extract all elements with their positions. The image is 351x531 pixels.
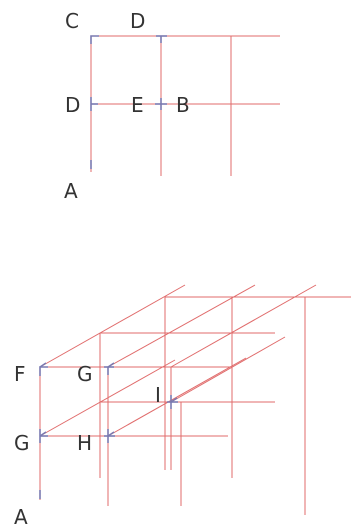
marker-g-top-diag [107, 362, 115, 368]
top-markers [90, 35, 167, 169]
bottom-markers [39, 362, 178, 499]
label-d-left: D [65, 93, 80, 117]
bottom-grid-diag-3 [170, 284, 317, 368]
label-e: E [131, 93, 144, 117]
marker-c [90, 35, 99, 44]
marker-g-left-diag [39, 431, 47, 437]
label-a-top: A [64, 179, 78, 203]
label-b: B [176, 93, 190, 117]
label-i: I [155, 383, 161, 407]
label-a-bottom: A [14, 505, 28, 529]
label-d-top: D [130, 9, 145, 33]
top-labels: C D D E B A [64, 9, 190, 203]
bottom-grid-diag-1 [39, 284, 186, 368]
bottom-grid-diag-2 [107, 284, 256, 368]
bottom-labels: F G G H I A [14, 362, 161, 529]
label-g-top: G [77, 362, 93, 386]
marker-i-diag [170, 397, 178, 403]
label-h: H [77, 431, 92, 455]
label-f: F [14, 362, 26, 386]
label-g-left: G [14, 431, 30, 455]
marker-h-diag [107, 431, 115, 437]
bottom-grid-diag-5 [107, 357, 247, 437]
label-c: C [65, 9, 79, 33]
bottom-grid [39, 284, 351, 515]
marker-f-diag [39, 362, 47, 368]
bottom-grid-diag-6 [170, 336, 286, 403]
marker-f [39, 366, 48, 376]
